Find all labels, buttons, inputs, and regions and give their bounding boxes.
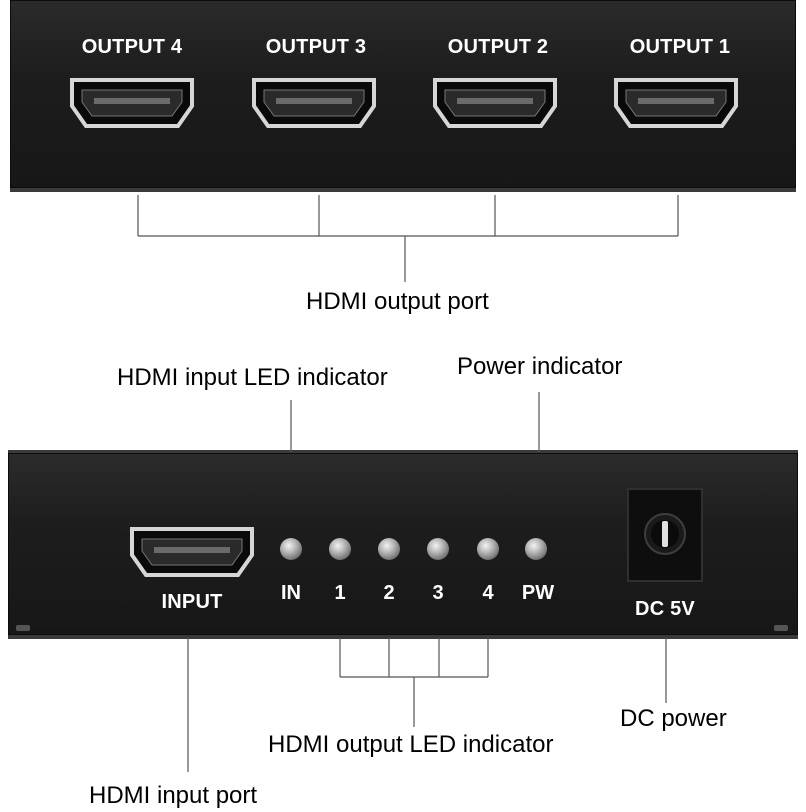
input-port-label: INPUT [161,591,223,613]
panel-screw-left [16,625,30,631]
callout-hdmi-output-port: HDMI output port [306,288,489,315]
hdmi-output-4-port[interactable] [68,76,196,130]
led-output-3 [427,538,449,560]
led-in-label: IN [281,582,301,604]
callout-power-indicator: Power indicator [457,353,623,380]
splitter-output-panel: OUTPUT 4 OUTPUT 3 OUTPUT 2 OUTPUT 1 [10,0,796,192]
output-2-label: OUTPUT 2 [447,36,549,58]
dc-5v-label: DC 5V [635,598,695,620]
hdmi-input-port[interactable] [128,525,256,579]
led-4-label: 4 [482,582,494,604]
output-1-label: OUTPUT 1 [629,36,731,58]
led-output-4 [477,538,499,560]
led-output-2 [378,538,400,560]
panel-screw-right [774,625,788,631]
callout-dc-power: DC power [620,705,727,732]
output-3-label: OUTPUT 3 [265,36,367,58]
led-output-1 [329,538,351,560]
splitter-input-panel: INPUT IN 1 2 3 4 PW DC 5V [8,450,798,639]
led-3-label: 3 [432,582,444,604]
hdmi-output-3-port[interactable] [250,76,378,130]
output-4-label: OUTPUT 4 [81,36,183,58]
callout-hdmi-input-port: HDMI input port [89,782,258,809]
led-1-label: 1 [334,582,346,604]
hdmi-output-2-port[interactable] [431,76,559,130]
dc-power-jack[interactable] [627,488,703,582]
led-pw-label: PW [521,582,555,604]
led-2-label: 2 [383,582,395,604]
callout-hdmi-output-led: HDMI output LED indicator [268,731,554,758]
callout-hdmi-input-led: HDMI input LED indicator [117,364,388,391]
led-power [525,538,547,560]
hdmi-output-1-port[interactable] [612,76,740,130]
led-in [280,538,302,560]
